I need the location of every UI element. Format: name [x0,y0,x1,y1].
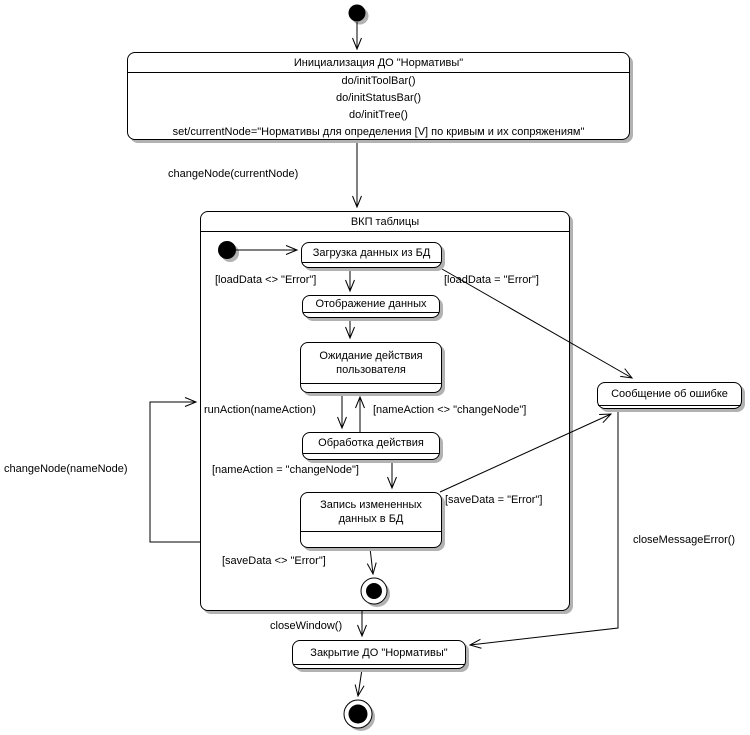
state-foot [598,405,741,408]
state-title: Обработка действия [318,437,424,449]
state-title: Загрузка данных из БД [312,246,431,259]
label-save-error: [saveData = "Error"] [445,494,543,506]
state-foot [293,664,465,668]
action-init-toolbar: do/initToolBar() [341,75,416,87]
initial-node-dot [348,4,366,22]
state-load-data: Загрузка данных из БД [301,242,442,268]
label-action-not-change-node: [nameAction <> "changeNode"] [373,404,527,416]
state-wait-user-action: Ожидание действия пользователя [300,342,442,393]
state-display-data: Отображение данных [302,295,440,318]
state-foot [301,383,441,392]
state-foot [302,262,441,267]
state-save-data: Запись измененных данных в БД [300,492,442,548]
state-title: Ожидание действия пользователя [319,350,423,376]
state-foot [303,453,439,459]
action-set-current-node: set/currentNode="Нормативы для определен… [172,126,585,138]
state-process-action: Обработка действия [302,432,440,460]
inner-final-dot [366,583,382,599]
state-foot [303,312,439,317]
edge-save-to-inner-final [366,547,377,576]
state-title: Сообщение об ошибке [611,388,728,400]
state-init-do-normativy: Инициализация ДО "Нормативы" do/initTool… [127,52,630,140]
state-title: Запись измененных данных в БД [320,499,422,525]
label-change-node-name: changeNode(nameNode) [4,463,128,475]
final-node-bottom [343,699,375,731]
final-node-inner [360,577,390,607]
label-run-action: runAction(nameAction) [204,404,316,416]
edge-save-to-error [439,413,613,493]
label-close-message-error: closeMessageError() [633,534,736,546]
initial-node-top [348,4,369,25]
initial-node-inner [218,241,239,262]
label-load-ok: [loadData <> "Error"] [215,274,317,286]
action-init-tree: do/initTree() [349,109,408,121]
composite-state-title: ВКП таблицы [201,212,569,232]
state-title: Инициализация ДО "Нормативы" [128,53,629,73]
inner-initial-dot [218,241,236,259]
state-actions: do/initToolBar() do/initStatusBar() do/i… [128,73,629,141]
label-action-change-node: [nameAction = "changeNode"] [212,464,359,476]
state-title: Отображение данных [315,298,427,310]
label-load-error: [loadData = "Error"] [444,274,539,286]
edge-close-to-final [354,668,365,698]
label-change-node-current: changeNode(currentNode) [168,168,299,180]
edge-error-to-close [468,409,619,649]
edge-vkp-self-loop [149,397,200,543]
label-close-window: closeWindow() [270,620,343,632]
final-dot [348,704,368,724]
state-close-do-normativy: Закрытие ДО "Нормативы" [292,640,466,669]
state-error-message: Сообщение об ошибке [597,382,742,409]
state-title: Закрытие ДО "Нормативы" [310,646,448,659]
label-save-ok: [saveData <> "Error"] [222,555,326,567]
edge-load-to-error [441,268,634,379]
action-init-statusbar: do/initStatusBar() [336,92,421,104]
state-foot [301,531,441,547]
